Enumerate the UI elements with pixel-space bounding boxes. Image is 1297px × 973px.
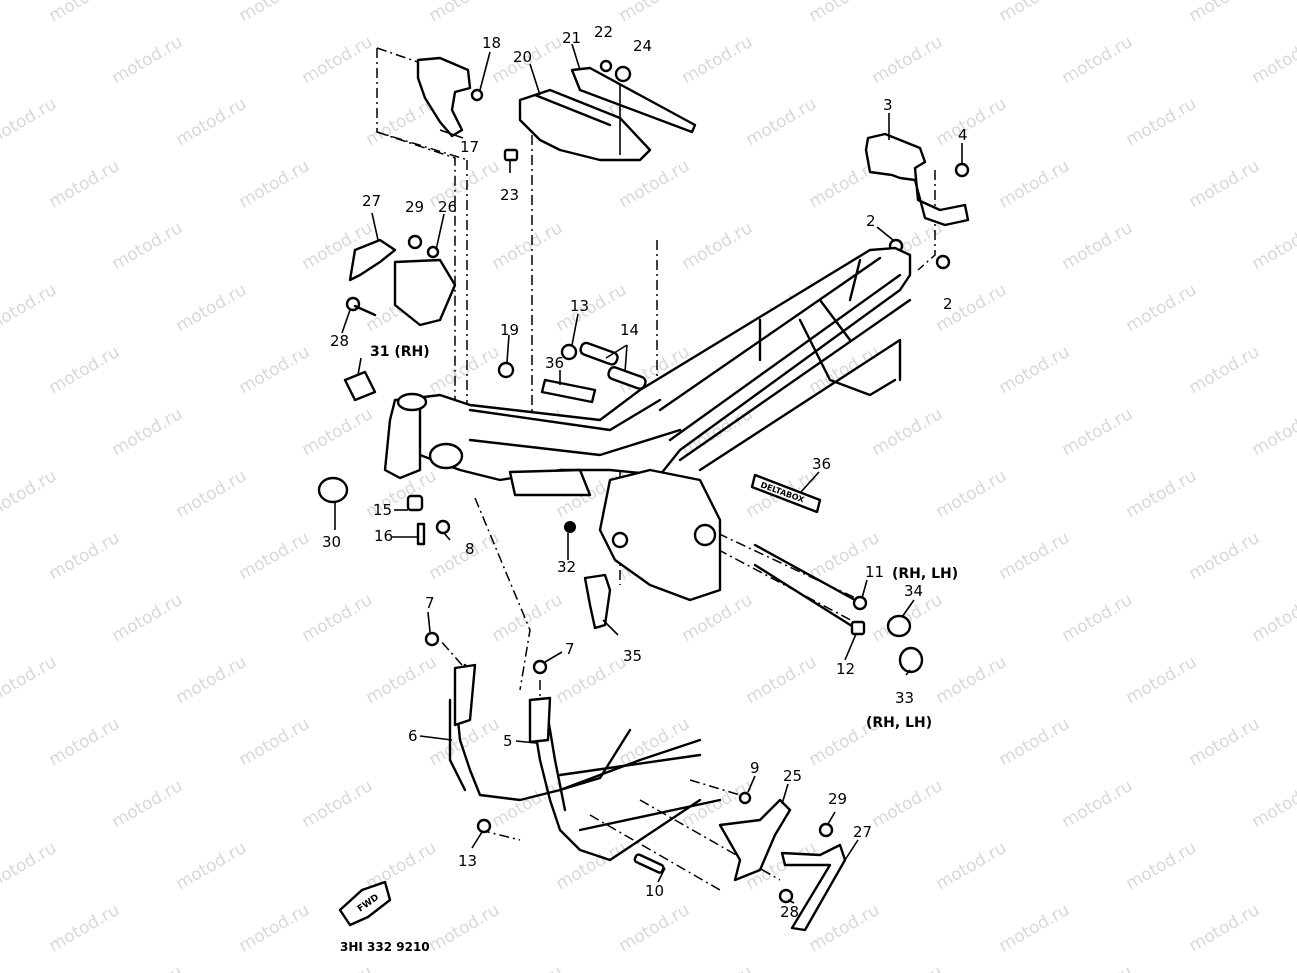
screw-18 (470, 88, 484, 102)
decal-36-deltabox (750, 473, 822, 514)
nut-32 (564, 521, 576, 533)
label-26: 26 (438, 198, 457, 216)
bolt-11 (852, 595, 868, 611)
decal-36-top (540, 378, 597, 404)
nut-19 (497, 361, 515, 379)
label-33: 33 (895, 689, 914, 707)
label-29b: 29 (828, 790, 847, 808)
label-4: 4 (958, 126, 968, 144)
label-20: 20 (513, 48, 532, 66)
label-3: 3 (883, 96, 893, 114)
cap-34 (886, 614, 912, 638)
bracket-26 (345, 234, 457, 327)
label-28b: 28 (780, 903, 799, 921)
label-11: 11 (865, 563, 884, 581)
label-36b: 36 (812, 455, 831, 473)
lower-brackets (424, 631, 752, 874)
label-11-note: (RH, LH) (892, 566, 958, 582)
label-10: 10 (645, 882, 664, 900)
leader-lines (334, 43, 963, 904)
label-27b: 27 (853, 823, 872, 841)
label-29a: 29 (405, 198, 424, 216)
label-13b: 13 (458, 852, 477, 870)
cap-30 (317, 476, 349, 504)
label-25: 25 (783, 767, 802, 785)
cover-20 (503, 59, 697, 162)
nut-24 (614, 65, 632, 83)
nut-29b (818, 822, 834, 838)
label-13a: 13 (570, 297, 589, 315)
main-frame: DELTABOX (383, 246, 912, 602)
label-2a: 2 (866, 212, 876, 230)
label-16: 16 (374, 527, 393, 545)
label-24: 24 (633, 37, 652, 55)
nut-2b (935, 254, 951, 270)
label-7a: 7 (425, 594, 435, 612)
bolt-28b (778, 888, 794, 904)
fwd-arrow: FWD (338, 880, 392, 927)
label-23: 23 (500, 186, 519, 204)
label-32: 32 (557, 558, 576, 576)
bushing-31 (343, 370, 377, 402)
bolt-10 (633, 853, 665, 874)
label-31: 31 (RH) (370, 344, 430, 360)
nut-29 (407, 234, 423, 250)
collar-23 (503, 148, 519, 162)
cap-33 (898, 646, 924, 674)
label-12: 12 (836, 660, 855, 678)
label-9: 9 (750, 759, 760, 777)
label-15: 15 (373, 501, 392, 519)
nut-22 (599, 59, 613, 73)
label-33-note: (RH, LH) (866, 715, 932, 731)
bracket-27b (780, 843, 847, 932)
bolt-7a (424, 631, 440, 647)
label-28a: 28 (330, 332, 349, 350)
callout-labels: 18 17 20 21 22 24 23 3 4 2 2 27 29 26 28… (322, 23, 968, 954)
bracket-3 (864, 132, 970, 270)
plate-21 (570, 66, 697, 134)
label-5: 5 (503, 732, 513, 750)
plate-27 (348, 238, 397, 282)
bolt-14a (579, 341, 619, 366)
label-2b: 2 (943, 295, 953, 313)
bracket-35 (583, 573, 612, 630)
bolt-9 (738, 791, 752, 805)
collar-15 (406, 494, 424, 512)
label-36a: 36 (545, 354, 564, 372)
label-18: 18 (482, 34, 501, 52)
nut-8 (435, 519, 451, 535)
nut-12 (850, 620, 866, 636)
bracket-25 (718, 798, 792, 882)
bracket-17 (416, 56, 484, 138)
bolt-16 (416, 522, 426, 546)
label-21: 21 (562, 29, 581, 47)
label-27a: 27 (362, 192, 381, 210)
pivot-shafts (753, 543, 924, 674)
label-14: 14 (620, 321, 639, 339)
label-22: 22 (594, 23, 613, 41)
label-8: 8 (465, 540, 475, 558)
bolt-14b (607, 366, 647, 390)
drawing-code: 3HI 332 9210 (340, 940, 430, 954)
label-6: 6 (408, 727, 418, 745)
footrest-brackets (718, 798, 847, 932)
label-19: 19 (500, 321, 519, 339)
label-17: 17 (460, 138, 479, 156)
nut-13-top (560, 343, 578, 361)
bolt-7b (532, 659, 548, 675)
label-7b: 7 (565, 640, 575, 658)
bolt-4 (954, 162, 970, 178)
frame-fasteners (317, 341, 647, 630)
label-35: 35 (623, 647, 642, 665)
nut-13-bottom (476, 818, 492, 834)
label-30: 30 (322, 533, 341, 551)
label-34: 34 (904, 582, 923, 600)
